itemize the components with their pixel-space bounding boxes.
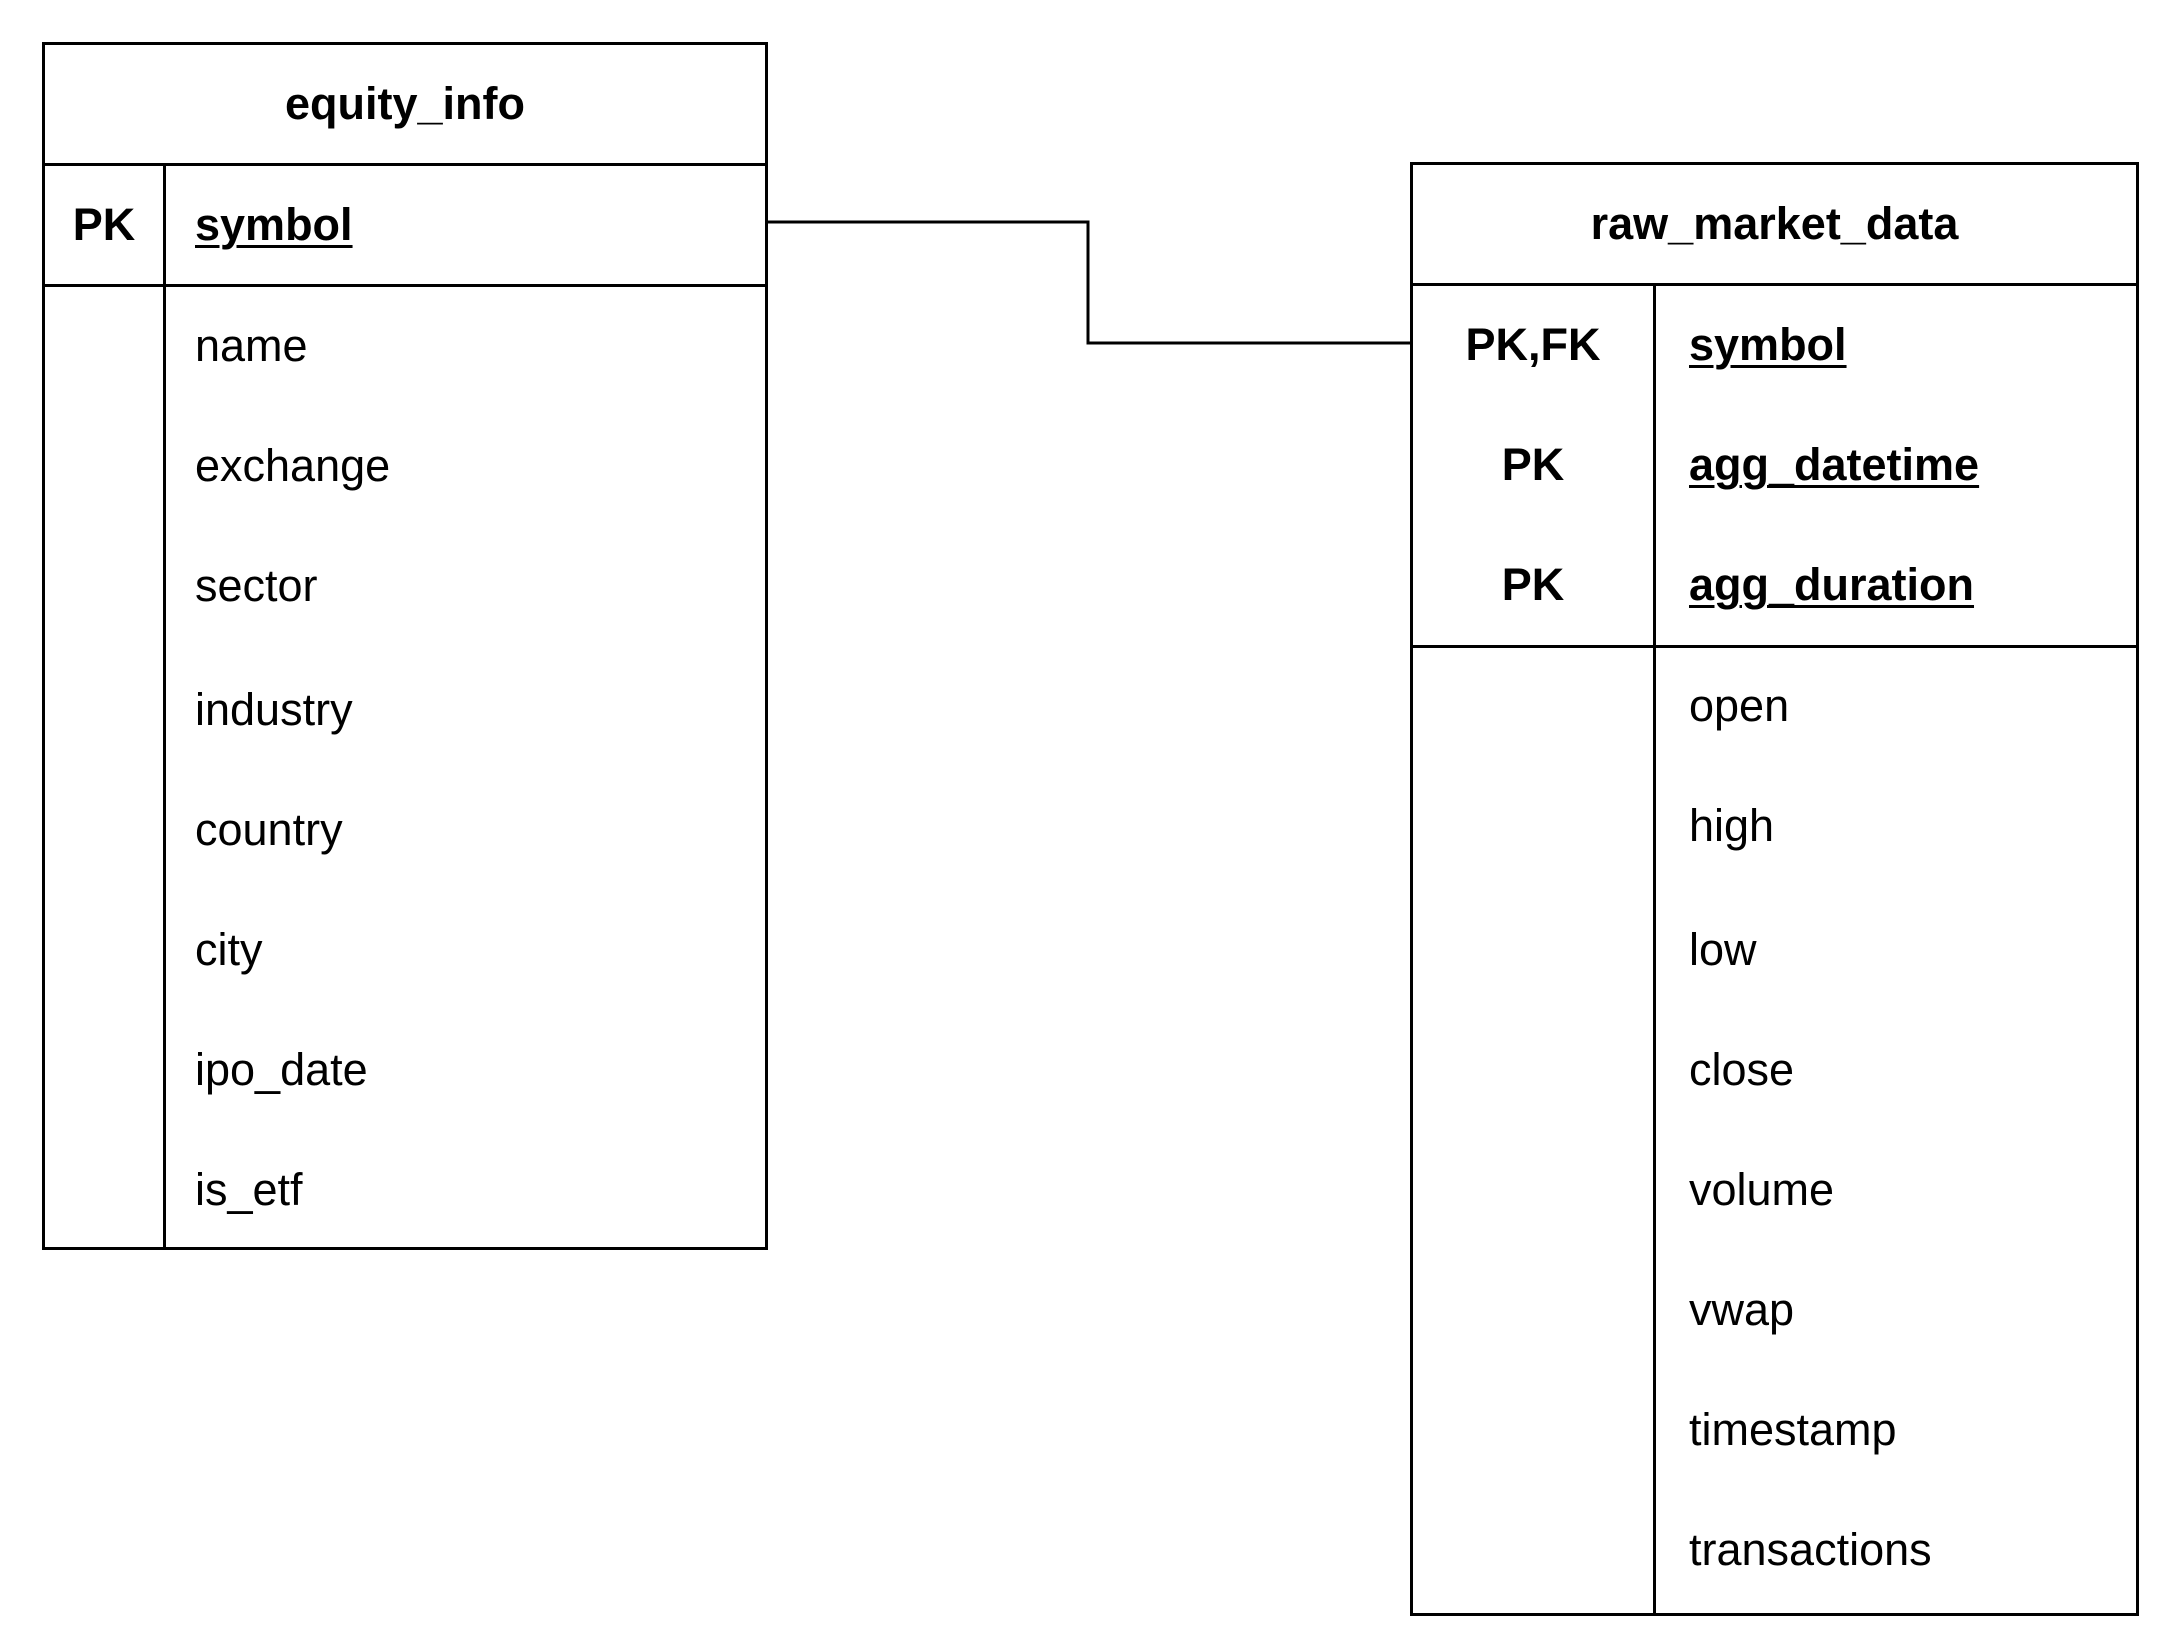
relationship-line-symbol	[768, 220, 1412, 345]
entity-raw-market-data[interactable]: raw_market_data PK,FK symbol PK agg_date…	[1410, 162, 2139, 1616]
title-divider	[1413, 283, 2136, 286]
field-symbol: symbol	[195, 199, 353, 250]
key-label: PK	[72, 199, 136, 250]
field-open: open	[1689, 680, 1790, 731]
field-is-etf: is_etf	[195, 1164, 303, 1215]
field-low: low	[1689, 924, 1757, 975]
field-close: close	[1689, 1044, 1795, 1095]
entity-title: equity_info	[284, 78, 525, 129]
field-country: country	[195, 804, 343, 855]
key-label: PK,FK	[1465, 319, 1601, 370]
field-transactions: transactions	[1689, 1524, 1932, 1575]
key-label: PK	[1501, 559, 1565, 610]
field-agg-datetime: agg_datetime	[1689, 439, 1980, 490]
entity-equity-info[interactable]: equity_info PK symbol name exchange sect…	[42, 42, 768, 1250]
field-symbol: symbol	[1689, 319, 1847, 370]
field-timestamp: timestamp	[1689, 1404, 1897, 1455]
entity-title: raw_market_data	[1590, 198, 1959, 249]
key-label: PK	[1501, 439, 1565, 490]
field-ipo-date: ipo_date	[195, 1044, 368, 1095]
field-exchange: exchange	[195, 440, 391, 491]
field-agg-duration: agg_duration	[1689, 559, 1975, 610]
title-divider	[45, 163, 765, 166]
key-divider	[1413, 645, 2136, 648]
key-divider	[45, 284, 765, 287]
field-city: city	[195, 924, 263, 975]
field-vwap: vwap	[1689, 1284, 1795, 1335]
field-sector: sector	[195, 560, 318, 611]
column-divider	[163, 165, 166, 1250]
field-volume: volume	[1689, 1164, 1835, 1215]
field-name: name	[195, 320, 308, 371]
field-industry: industry	[195, 684, 353, 735]
field-high: high	[1689, 800, 1775, 851]
column-divider	[1653, 285, 1656, 1616]
